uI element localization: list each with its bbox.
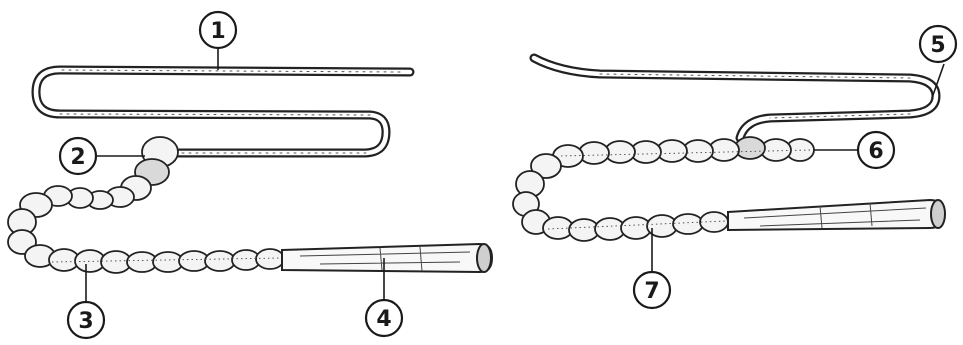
callout-7-label: 7 bbox=[644, 279, 659, 304]
callout-3: 3 bbox=[68, 264, 104, 338]
callout-3-label: 3 bbox=[78, 309, 93, 334]
left-beaded-segment bbox=[49, 249, 284, 273]
left-cut-end bbox=[477, 244, 491, 272]
callout-2: 2 bbox=[60, 138, 145, 174]
left-distal-segment bbox=[282, 244, 492, 272]
callout-4-label: 4 bbox=[376, 307, 391, 332]
right-thin-tube bbox=[534, 58, 936, 138]
right-beaded-lower bbox=[543, 212, 728, 241]
callout-6: 6 bbox=[814, 132, 894, 168]
callout-7: 7 bbox=[634, 228, 670, 308]
callout-1-label: 1 bbox=[210, 19, 225, 44]
left-thin-tube bbox=[36, 70, 410, 153]
callout-5-label: 5 bbox=[930, 33, 945, 58]
callout-6-label: 6 bbox=[868, 139, 883, 164]
callout-2-label: 2 bbox=[70, 145, 85, 170]
callout-1: 1 bbox=[200, 12, 236, 70]
right-cut-end bbox=[931, 200, 945, 228]
